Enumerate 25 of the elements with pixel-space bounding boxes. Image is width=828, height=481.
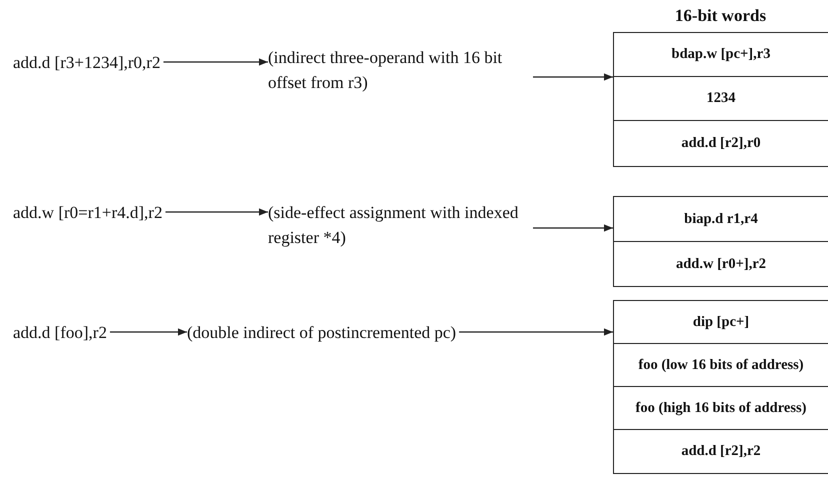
word-stack bbox=[613, 300, 828, 474]
arrow bbox=[110, 328, 187, 336]
word-stack bbox=[613, 196, 828, 287]
arrow bbox=[163, 58, 268, 66]
instruction-text: add.d [r3+1234],r0,r2 bbox=[13, 50, 160, 75]
description-text: (side-effect assignment with indexed register *4) bbox=[268, 200, 530, 250]
arrow bbox=[533, 224, 613, 232]
word-cell: add.d [r2],r2 bbox=[614, 430, 828, 473]
word-cell: add.d [r2],r0 bbox=[614, 121, 828, 166]
arrow bbox=[533, 73, 613, 81]
description-text: (indirect three-operand with 16 bit offset from r3) bbox=[268, 45, 530, 95]
word-stack bbox=[613, 32, 828, 167]
word-cell: 1234 bbox=[614, 77, 828, 121]
word-cell: foo (high 16 bits of address) bbox=[614, 387, 828, 430]
instruction-text: add.w [r0=r1+r4.d],r2 bbox=[13, 200, 162, 225]
word-cell: foo (low 16 bits of address) bbox=[614, 344, 828, 387]
instruction-text: (double indirect of postincremented pc) bbox=[187, 320, 456, 345]
word-cell: dip [pc+] bbox=[614, 301, 828, 344]
column-heading: 16-bit words bbox=[674, 6, 768, 26]
arrow bbox=[459, 328, 613, 336]
instruction-text: add.d [foo],r2 bbox=[13, 320, 107, 345]
word-cell: bdap.w [pc+],r3 bbox=[614, 33, 828, 77]
word-cell: add.w [r0+],r2 bbox=[614, 242, 828, 286]
word-cell: biap.d r1,r4 bbox=[614, 197, 828, 242]
arrow bbox=[165, 208, 268, 216]
